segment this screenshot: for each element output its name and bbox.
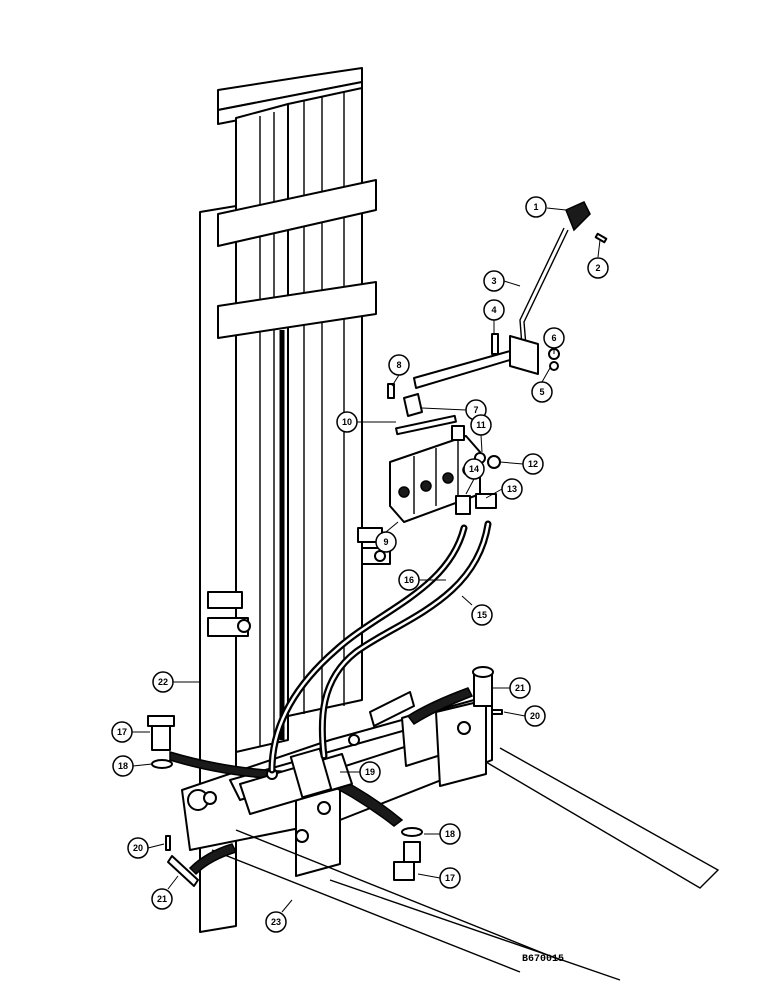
callout-15: 15 bbox=[471, 604, 493, 626]
callout-label: 5 bbox=[539, 387, 544, 397]
callout-21-right: 21 bbox=[509, 677, 531, 699]
drawing-code: B670015 bbox=[522, 954, 565, 965]
mast-assembly bbox=[199, 67, 391, 933]
callout-1: 1 bbox=[525, 196, 547, 218]
callout-20-right: 20 bbox=[524, 705, 546, 727]
callout-3: 3 bbox=[483, 270, 505, 292]
callout-17-right: 17 bbox=[439, 867, 461, 889]
callout-14: 14 bbox=[463, 458, 485, 480]
callout-label: 23 bbox=[271, 917, 281, 927]
callout-label: 22 bbox=[158, 677, 168, 687]
callout-label: 20 bbox=[133, 843, 143, 853]
callout-21-left: 21 bbox=[151, 888, 173, 910]
callout-18-right: 18 bbox=[439, 823, 461, 845]
callout-22: 22 bbox=[152, 671, 174, 693]
callout-label: 4 bbox=[491, 305, 496, 315]
callout-18-left: 18 bbox=[112, 755, 134, 777]
lift-cylinder bbox=[187, 734, 360, 815]
callout-label: 8 bbox=[396, 360, 401, 370]
callout-4: 4 bbox=[483, 299, 505, 321]
callout-label: 18 bbox=[118, 761, 128, 771]
callout-9: 9 bbox=[375, 531, 397, 553]
callout-label: 10 bbox=[342, 417, 352, 427]
callout-label: 7 bbox=[473, 405, 478, 415]
callout-label: 3 bbox=[491, 276, 496, 286]
callout-label: 17 bbox=[445, 873, 455, 883]
callout-label: 20 bbox=[530, 711, 540, 721]
callout-label: 2 bbox=[595, 263, 600, 273]
hydraulic-hoses bbox=[268, 520, 492, 774]
callout-12: 12 bbox=[522, 453, 544, 475]
fittings bbox=[147, 666, 503, 887]
callout-label: 12 bbox=[528, 459, 538, 469]
callout-19: 19 bbox=[359, 761, 381, 783]
callout-6: 6 bbox=[543, 327, 565, 349]
callout-label: 1 bbox=[533, 202, 538, 212]
callout-label: 6 bbox=[551, 333, 556, 343]
callout-label: 21 bbox=[157, 894, 167, 904]
callout-label: 19 bbox=[365, 767, 375, 777]
callout-label: 17 bbox=[117, 727, 127, 737]
callout-label: 18 bbox=[445, 829, 455, 839]
callout-label: 13 bbox=[507, 484, 517, 494]
callout-10: 10 bbox=[336, 411, 358, 433]
callout-label: 15 bbox=[477, 610, 487, 620]
callout-label: 9 bbox=[383, 537, 388, 547]
callout-label: 11 bbox=[476, 420, 486, 430]
callout-label: 16 bbox=[404, 575, 414, 585]
callout-8: 8 bbox=[388, 354, 410, 376]
callout-11: 11 bbox=[470, 414, 492, 436]
leader-lines bbox=[132, 207, 601, 913]
callout-5: 5 bbox=[531, 381, 553, 403]
callout-16: 16 bbox=[398, 569, 420, 591]
control-valve bbox=[389, 425, 497, 523]
control-linkage bbox=[387, 201, 608, 469]
callout-20-left: 20 bbox=[127, 837, 149, 859]
callout-label: 14 bbox=[469, 464, 479, 474]
callout-label: 21 bbox=[515, 683, 525, 693]
callout-23: 23 bbox=[265, 911, 287, 933]
callout-2: 2 bbox=[587, 257, 609, 279]
callout-17-left: 17 bbox=[111, 721, 133, 743]
callout-13: 13 bbox=[501, 478, 523, 500]
